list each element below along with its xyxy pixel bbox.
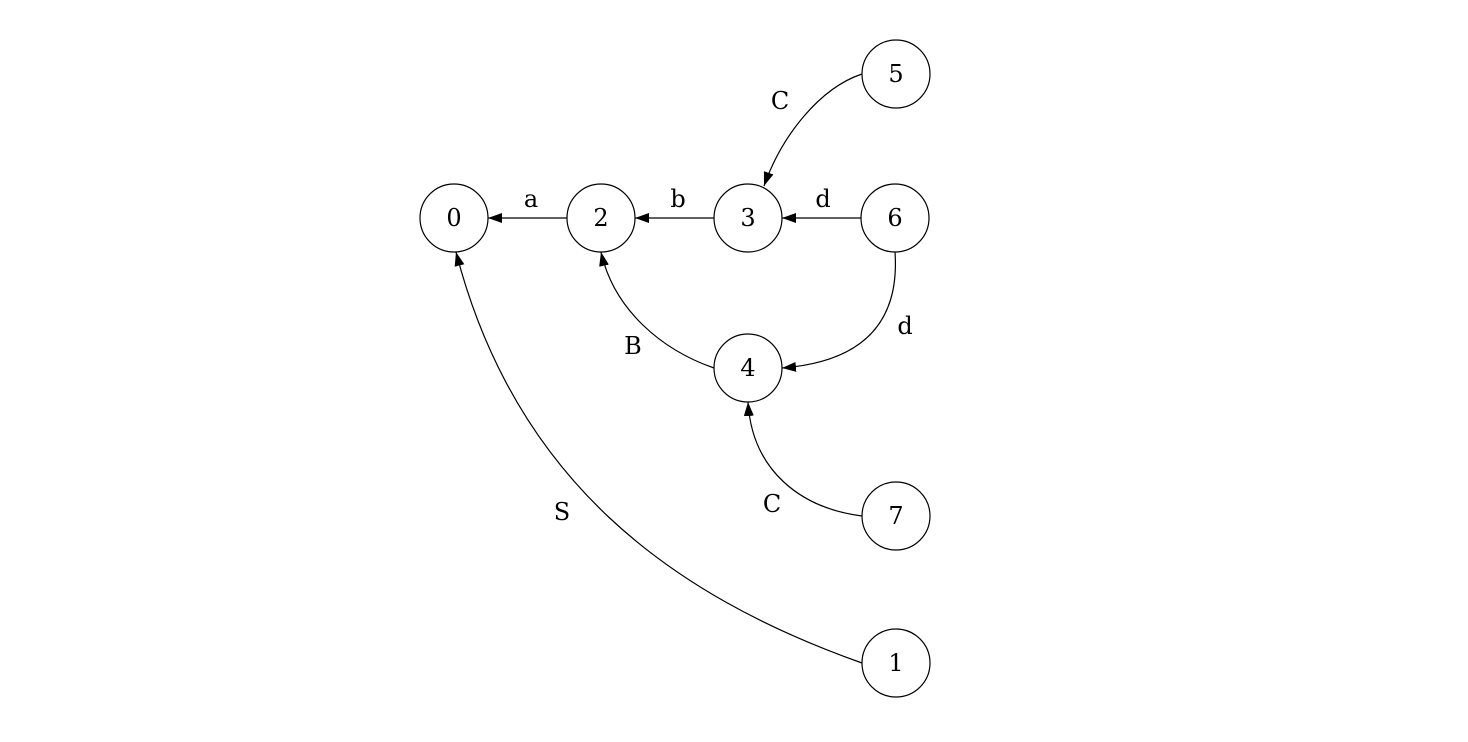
edge-label: d — [815, 185, 830, 213]
edge-7-to-4: C — [743, 401, 863, 518]
node-circle — [861, 39, 931, 109]
edge-1-to-0: S — [454, 251, 863, 664]
edge-label: S — [554, 498, 570, 526]
edge-label: b — [670, 185, 685, 213]
edge-label: C — [763, 490, 781, 518]
node-5: 5 — [861, 39, 931, 109]
node-4: 4 — [713, 333, 783, 403]
edge-5-to-3: C — [763, 73, 863, 187]
edge-line — [599, 251, 715, 369]
edge-label: B — [624, 332, 642, 360]
edge-label: C — [771, 87, 789, 115]
node-label: 0 — [446, 204, 461, 232]
node-circle — [861, 481, 931, 551]
node-1: 1 — [861, 628, 931, 698]
node-label: 1 — [888, 649, 903, 677]
edge-6-to-4: d — [781, 251, 913, 372]
edge-line — [454, 251, 863, 664]
edge-6-to-3: d — [782, 185, 861, 223]
node-label: 7 — [888, 502, 903, 530]
node-circle — [860, 183, 930, 253]
edge-4-to-2: B — [599, 251, 715, 369]
edge-line — [781, 251, 897, 372]
node-circle — [713, 333, 783, 403]
node-6: 6 — [860, 183, 930, 253]
edge-3-to-2: b — [635, 185, 714, 223]
edge-line — [763, 73, 863, 187]
node-circle — [713, 183, 783, 253]
node-circle — [419, 183, 489, 253]
node-0: 0 — [419, 183, 489, 253]
node-circle — [566, 183, 636, 253]
edge-2-to-0: a — [488, 185, 567, 223]
node-3: 3 — [713, 183, 783, 253]
edge-label: d — [897, 312, 912, 340]
node-2: 2 — [566, 183, 636, 253]
edge-label: a — [524, 185, 538, 213]
node-label: 3 — [740, 204, 755, 232]
node-label: 2 — [593, 204, 608, 232]
node-7: 7 — [861, 481, 931, 551]
node-label: 4 — [740, 354, 755, 382]
edge-line — [743, 401, 863, 517]
node-label: 5 — [888, 60, 903, 88]
node-circle — [861, 628, 931, 698]
node-label: 6 — [887, 204, 902, 232]
